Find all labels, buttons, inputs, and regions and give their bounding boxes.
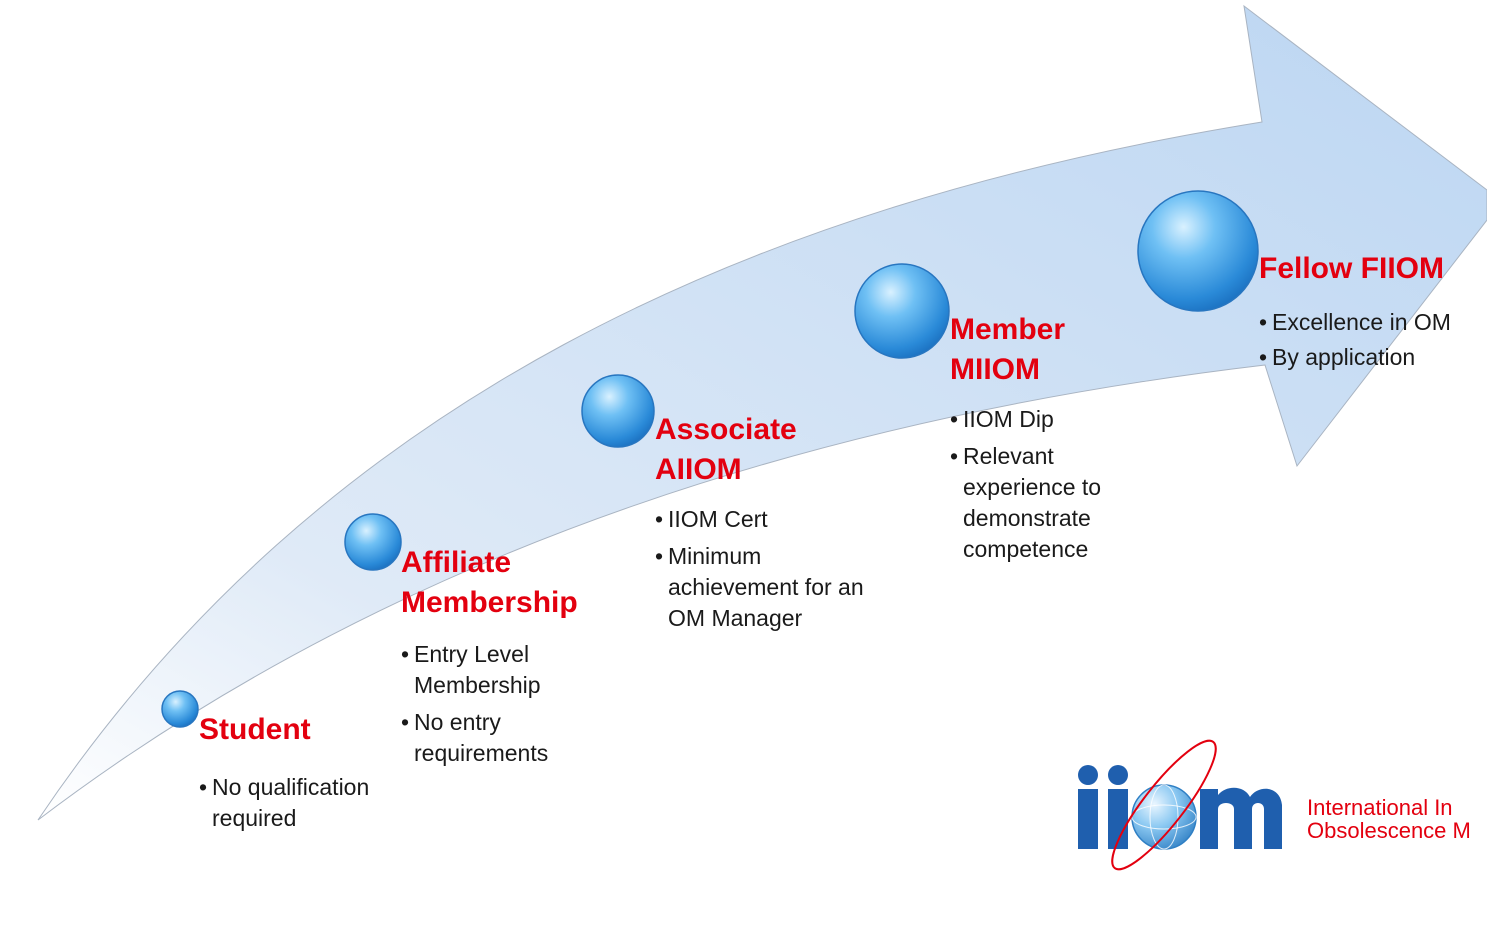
stage-requirements: Entry Level Membership No entry requirem… xyxy=(401,639,586,769)
stage-associate: Associate AIIOM IIOM Cert Minimum achiev… xyxy=(655,410,895,640)
stage-member: Member MIIOM IIOM Dip Relevant experienc… xyxy=(950,310,1170,571)
list-item: IIOM Dip xyxy=(950,404,1150,435)
logo-name-line2: Obsolescence M xyxy=(1307,818,1471,843)
associate-circle xyxy=(581,374,655,448)
member-circle xyxy=(854,263,950,359)
arrow-body xyxy=(37,4,1487,821)
stage-student: Student No qualification required xyxy=(199,710,399,840)
stage-requirements: IIOM Cert Minimum achievement for an OM … xyxy=(655,504,880,634)
logo-name-line1: International In xyxy=(1307,795,1453,820)
list-item: Minimum achievement for an OM Manager xyxy=(655,541,880,634)
iiom-logo-mark xyxy=(1078,739,1282,871)
stage-requirements: No qualification required xyxy=(199,772,374,834)
stage-title: Student xyxy=(199,713,311,746)
list-item: No qualification required xyxy=(199,772,374,834)
stage-title: Associate AIIOM xyxy=(655,413,797,486)
fellow-circle xyxy=(1137,190,1259,312)
list-item: By application xyxy=(1259,342,1487,373)
student-circle xyxy=(161,690,199,728)
affiliate-circle xyxy=(344,513,402,571)
stage-title: Affiliate Membership xyxy=(401,546,578,619)
list-item: No entry requirements xyxy=(401,707,586,769)
iiom-logo: International In Obsolescence M xyxy=(1076,735,1487,875)
stage-requirements: IIOM Dip Relevant experience to demonstr… xyxy=(950,404,1150,565)
list-item: IIOM Cert xyxy=(655,504,880,535)
stage-requirements: Excellence in OM By application xyxy=(1259,307,1487,373)
stage-title: Fellow FIIOM xyxy=(1259,252,1444,285)
list-item: Entry Level Membership xyxy=(401,639,586,701)
stage-title: Member MIIOM xyxy=(950,313,1066,386)
list-item: Excellence in OM xyxy=(1259,307,1487,338)
milestone-circles xyxy=(161,190,1259,728)
list-item: Relevant experience to demonstrate compe… xyxy=(950,441,1150,565)
stage-affiliate: Affiliate Membership Entry Level Members… xyxy=(401,543,631,775)
stage-fellow: Fellow FIIOM Excellence in OM By applica… xyxy=(1259,249,1487,379)
